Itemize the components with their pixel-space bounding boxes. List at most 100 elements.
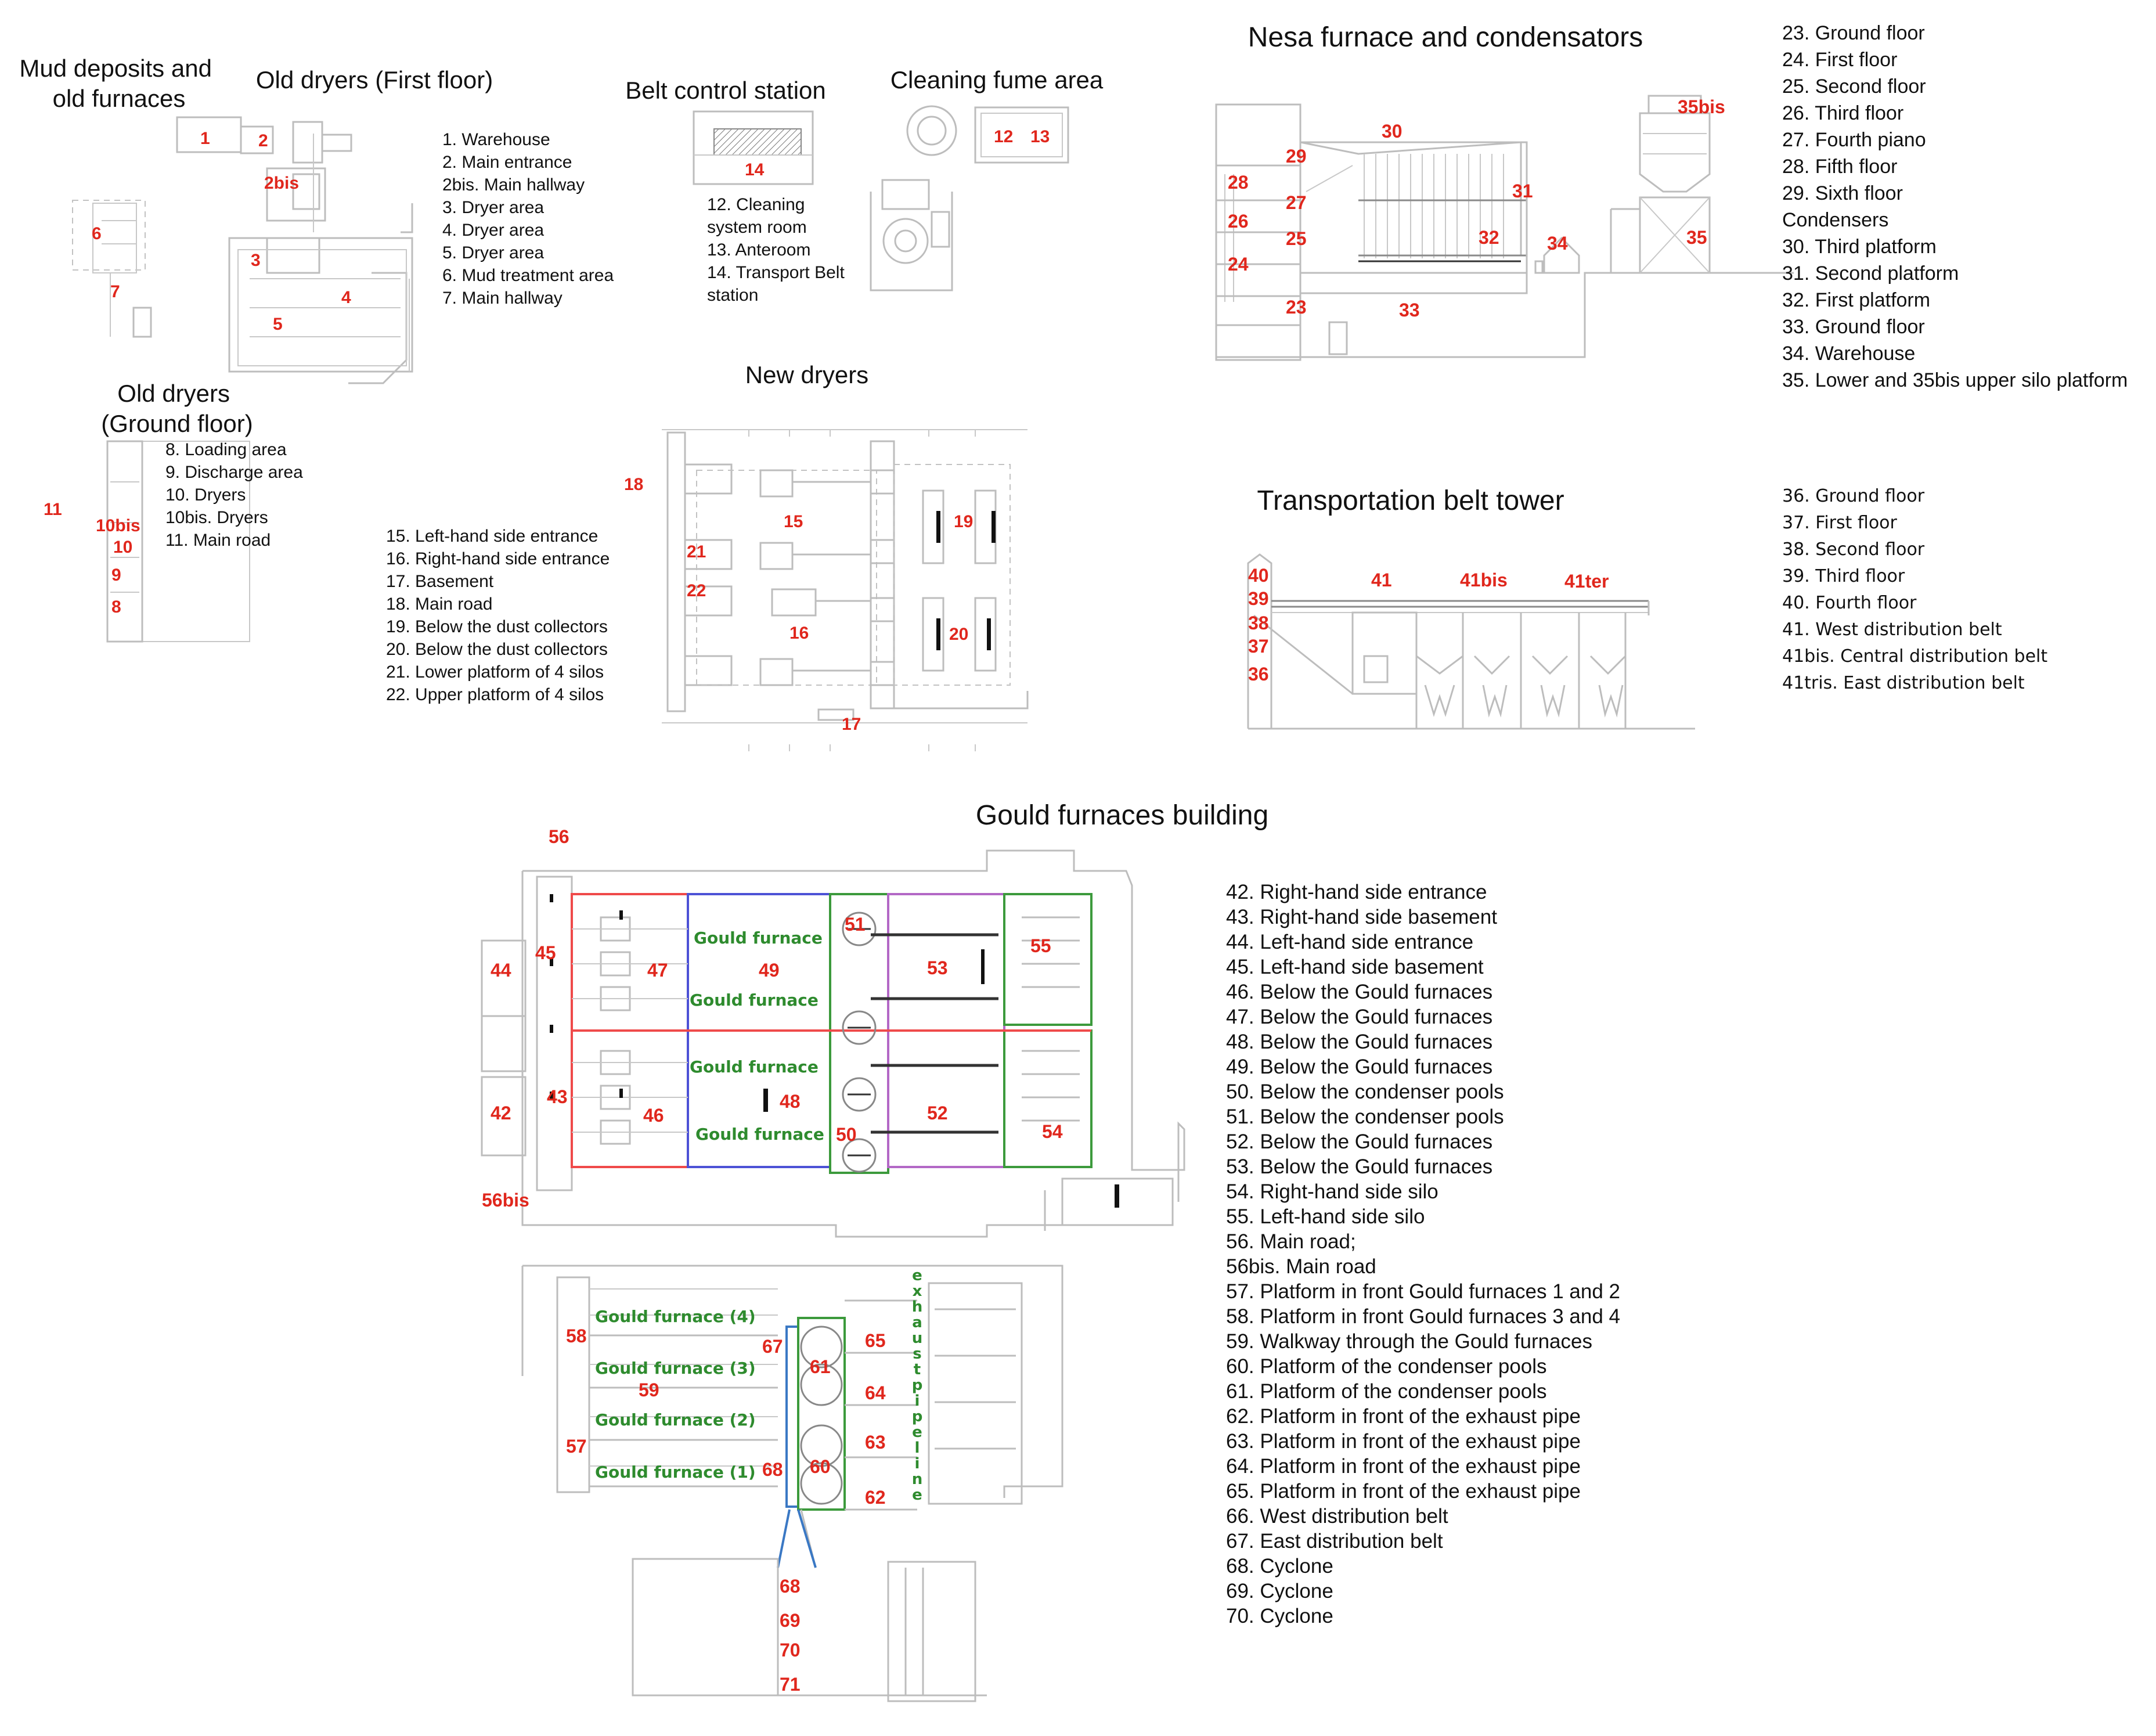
legend-item: station — [707, 286, 758, 305]
label-45: 45 — [535, 942, 556, 963]
legend-item: 33. Ground floor — [1782, 316, 1925, 338]
belt-tower-labels: 40 39 38 37 36 41 41bis 41ter — [1248, 565, 1609, 685]
label-28: 28 — [1228, 172, 1249, 193]
legend-item: 69. Cyclone — [1226, 1580, 1333, 1602]
label-60: 60 — [810, 1456, 831, 1477]
legend-item: 55. Left-hand side silo — [1226, 1205, 1425, 1228]
label-70: 70 — [780, 1640, 801, 1661]
legend-item: 31. Second platform — [1782, 262, 1959, 284]
legend-item: 56. Main road; — [1226, 1230, 1356, 1253]
gould-furnace-label-c: Gould furnace — [690, 1057, 819, 1076]
legend-item: 51. Below the condenser pools — [1226, 1105, 1504, 1128]
label-34: 34 — [1547, 233, 1568, 254]
legend-item: 67. East distribution belt — [1226, 1530, 1443, 1553]
label-22: 22 — [687, 581, 706, 600]
label-56bis: 56bis — [482, 1190, 529, 1211]
title-old-dryers-ground: Old dryers (Ground floor) — [101, 380, 253, 437]
legend-item: 21. Lower platform of 4 silos — [386, 662, 604, 682]
legend-item: 49. Below the Gould furnaces — [1226, 1056, 1492, 1078]
exhaust-letter: l — [915, 1439, 920, 1457]
label-52: 52 — [927, 1103, 948, 1123]
legend-item: 30. Third platform — [1782, 236, 1937, 258]
label-10bis: 10bis — [96, 516, 140, 535]
label-50: 50 — [836, 1124, 857, 1145]
legend-item: 41. West distribution belt — [1782, 620, 2002, 640]
legend-item: system room — [707, 218, 807, 237]
legend-item: 29. Sixth floor — [1782, 182, 1903, 204]
legend-item: 12. Cleaning — [707, 195, 805, 214]
label-68b: 68 — [780, 1576, 801, 1597]
section-titles: Mud deposits and old furnaces Old dryers… — [19, 22, 1643, 831]
label-54: 54 — [1042, 1121, 1063, 1142]
label-35bis: 35bis — [1678, 96, 1725, 117]
gould-lower-plan — [521, 1265, 1063, 1702]
label-35: 35 — [1686, 227, 1707, 248]
legend-item: 8. Loading area — [165, 440, 287, 459]
label-2: 2 — [258, 131, 268, 150]
label-41bis: 41bis — [1460, 570, 1508, 590]
legend-belt-tower: 36. Ground floor 37. First floor 38. Sec… — [1782, 486, 2053, 693]
label-47: 47 — [647, 960, 668, 981]
legend-item: 35. Lower and 35bis upper silo platform — [1782, 369, 2128, 391]
exhaust-letter: p — [912, 1377, 923, 1394]
title-nesa: Nesa furnace and condensators — [1248, 22, 1643, 53]
label-71: 71 — [780, 1674, 801, 1695]
exhaust-letter: s — [913, 1345, 921, 1363]
label-11: 11 — [44, 500, 62, 519]
label-39: 39 — [1248, 588, 1269, 609]
label-42: 42 — [491, 1103, 511, 1123]
legend-item: 68. Cyclone — [1226, 1555, 1333, 1577]
label-36: 36 — [1248, 664, 1269, 685]
label-43: 43 — [547, 1086, 568, 1107]
label-46: 46 — [643, 1105, 664, 1126]
legend-item: 41bis. Central distribution belt — [1782, 646, 2047, 667]
label-27: 27 — [1286, 192, 1307, 213]
label-63: 63 — [865, 1432, 886, 1453]
label-61: 61 — [810, 1356, 831, 1377]
exhaust-letter: e — [912, 1486, 922, 1504]
label-51: 51 — [845, 914, 866, 935]
label-55: 55 — [1030, 935, 1051, 956]
gould-furnace-3-label: Gould furnace (3) — [595, 1359, 756, 1378]
exhaust-letter: e — [912, 1267, 922, 1284]
label-31: 31 — [1512, 181, 1533, 201]
legend-item: 37. First floor — [1782, 513, 1898, 533]
nesa-labels: 23 24 25 26 27 28 29 30 31 32 33 34 35 3… — [1228, 96, 1725, 320]
legend-item: 13. Anteroom — [707, 240, 810, 260]
label-20: 20 — [949, 625, 968, 644]
legend-item: 58. Platform in front Gould furnaces 3 a… — [1226, 1305, 1620, 1328]
label-49: 49 — [759, 960, 780, 981]
label-37: 37 — [1248, 636, 1269, 657]
label-10: 10 — [113, 538, 132, 557]
label-68a: 68 — [762, 1459, 783, 1480]
gould-upper-labels: 56 56bis 44 42 45 43 47 46 49 48 51 50 5… — [482, 826, 1063, 1211]
legend-item: 39. Third floor — [1782, 566, 1905, 586]
legend-item: 62. Platform in front of the exhaust pip… — [1226, 1405, 1581, 1428]
label-40: 40 — [1248, 565, 1269, 586]
legend-item: 59. Walkway through the Gould furnaces — [1226, 1330, 1592, 1353]
title-belt-control: Belt control station — [625, 77, 826, 104]
title-ground-line1: Old dryers — [117, 380, 230, 407]
exhaust-letter: h — [912, 1298, 923, 1316]
legend-item: 63. Platform in front of the exhaust pip… — [1226, 1430, 1581, 1453]
label-8: 8 — [111, 597, 121, 617]
legend-item: 36. Ground floor — [1782, 486, 1925, 506]
legend-item: 23. Ground floor — [1782, 22, 1925, 44]
legend-item: 44. Left-hand side entrance — [1226, 931, 1473, 953]
exhaust-letter: a — [912, 1314, 922, 1331]
title-mud-deposits: Mud deposits and old furnaces — [19, 55, 218, 112]
legend-item: 48. Below the Gould furnaces — [1226, 1031, 1492, 1053]
title-mud-line2: old furnaces — [53, 85, 186, 112]
legend-item: 47. Below the Gould furnaces — [1226, 1006, 1492, 1028]
exhaust-letter: x — [913, 1283, 922, 1300]
new-dryers-labels: 15 16 17 18 19 20 21 22 — [624, 475, 973, 734]
legend-item: 25. Second floor — [1782, 75, 1926, 98]
legend-item: 43. Right-hand side basement — [1226, 906, 1497, 928]
legend-item: 66. West distribution belt — [1226, 1505, 1448, 1528]
label-58: 58 — [566, 1326, 587, 1346]
label-59: 59 — [639, 1380, 659, 1400]
label-6: 6 — [92, 224, 102, 243]
label-16: 16 — [789, 624, 809, 643]
